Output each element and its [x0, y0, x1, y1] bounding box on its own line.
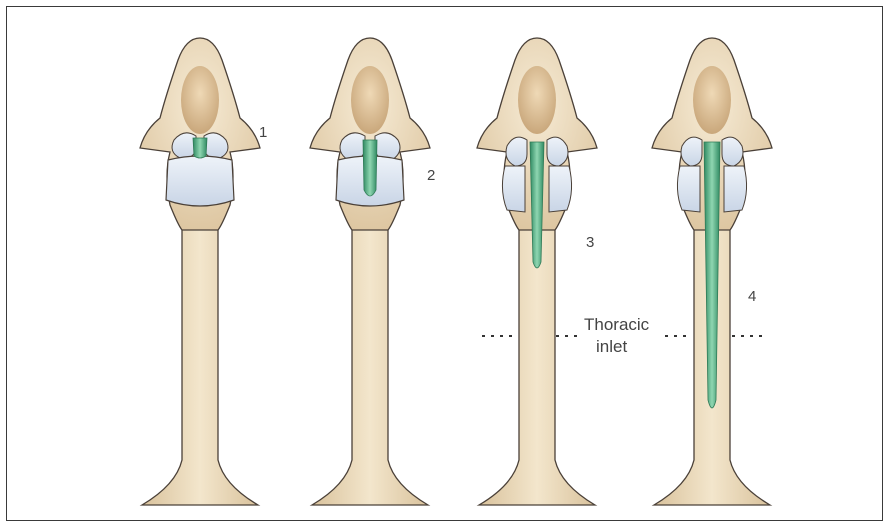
epiglottis	[181, 66, 219, 134]
larynx-figure-3	[477, 38, 597, 505]
stage-label-2: 2	[427, 167, 435, 184]
stage-label-1: 1	[259, 124, 267, 141]
cuneiform-left	[677, 166, 700, 212]
epiglottis	[351, 66, 389, 134]
larynx-figure-2	[310, 38, 430, 505]
epiglottis	[693, 66, 731, 134]
cricoid-cartilage	[166, 156, 234, 206]
larynx-figure-4	[652, 38, 772, 505]
cuneiform-right	[549, 166, 572, 212]
thoracic-inlet-label-line2: inlet	[596, 337, 627, 356]
cuneiform-left	[502, 166, 525, 212]
trachea-tube	[142, 200, 258, 505]
thoracic-inlet-label-line1: Thoracic	[584, 315, 650, 334]
trachea-tube	[312, 200, 428, 505]
stage-label-4: 4	[748, 288, 756, 305]
epiglottis	[518, 66, 556, 134]
collapse-lesion	[193, 138, 207, 158]
collapse-lesion	[363, 140, 377, 196]
stage-label-3: 3	[586, 234, 594, 251]
larynx-figure-1	[140, 38, 260, 505]
cuneiform-right	[724, 166, 747, 212]
